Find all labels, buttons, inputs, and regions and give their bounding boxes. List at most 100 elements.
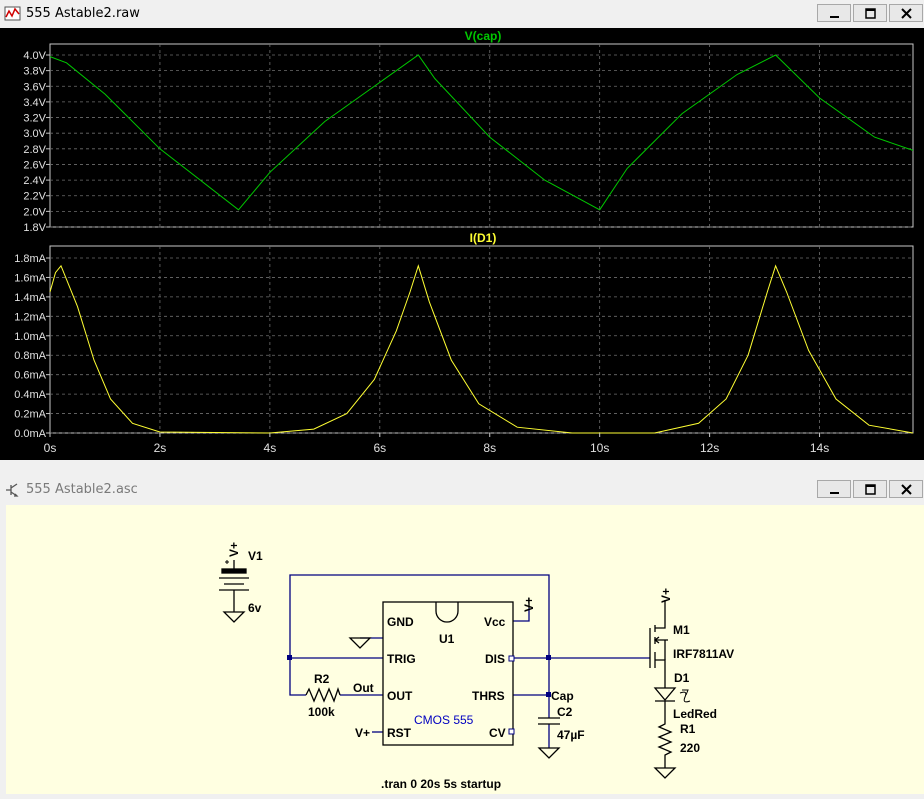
pane1-ytick-label: 2.4V bbox=[23, 175, 46, 187]
r2-name-label: R2 bbox=[314, 672, 330, 686]
pane1-ytick-label: 4.0V bbox=[23, 50, 46, 62]
schematic-restore-button[interactable] bbox=[853, 480, 887, 498]
d1-led[interactable] bbox=[653, 673, 691, 718]
pane2-trace[interactable] bbox=[49, 264, 914, 434]
schematic-window-title: 555 Astable2.asc bbox=[26, 482, 138, 497]
pane2-ytick-label: 1.4mA bbox=[14, 292, 46, 304]
r2-value-label: 100k bbox=[308, 705, 335, 719]
waveform-titlebar[interactable]: 555 Astable2.raw bbox=[0, 0, 924, 28]
schematic-minimize-button[interactable] bbox=[817, 480, 851, 498]
pane2-frame bbox=[49, 245, 914, 434]
pane2-grid bbox=[50, 246, 913, 434]
d1-model-label: LedRed bbox=[673, 707, 717, 721]
rst-net-label: V+ bbox=[355, 726, 370, 740]
waveform-window-title: 555 Astable2.raw bbox=[26, 6, 140, 21]
pin-cv-label: CV bbox=[489, 726, 506, 740]
schematic-svg[interactable]: V+ V1 6v U1 CMOS 555 GND Vcc TRIG DIS OU… bbox=[6, 505, 924, 794]
pane2-ytick-label: 1.0mA bbox=[14, 331, 46, 343]
vcc-net-label: V+ bbox=[522, 597, 536, 612]
pane2-trace-label[interactable]: I(D1) bbox=[470, 231, 497, 245]
close-button[interactable] bbox=[889, 4, 923, 22]
wire-vcc[interactable] bbox=[513, 608, 530, 622]
pane1-trace-label[interactable]: V(cap) bbox=[465, 29, 502, 43]
pane1-ytick-label: 2.0V bbox=[23, 206, 46, 218]
schematic-titlebar[interactable]: 555 Astable2.asc bbox=[0, 476, 924, 504]
pane2-ytick-label: 1.8mA bbox=[14, 253, 46, 265]
v1-value-label: 6v bbox=[248, 601, 262, 615]
pane1-trace[interactable] bbox=[49, 54, 914, 211]
xtick-label: 6s bbox=[373, 441, 386, 455]
minimize-button[interactable] bbox=[817, 4, 851, 22]
r1-name-label: R1 bbox=[680, 722, 696, 736]
xtick-label: 12s bbox=[700, 441, 719, 455]
v1-net-label: V+ bbox=[227, 542, 241, 557]
pane2-ytick-label: 1.6mA bbox=[14, 272, 46, 284]
r1-value-label: 220 bbox=[680, 741, 700, 755]
pin-gnd-label: GND bbox=[387, 615, 414, 629]
pane2-ytick-label: 0.4mA bbox=[14, 389, 46, 401]
pin-rst-label: RST bbox=[387, 726, 412, 740]
xtick-label: 0s bbox=[44, 441, 57, 455]
pane1-ytick-label: 2.2V bbox=[23, 191, 46, 203]
pin-thrs-label: THRS bbox=[472, 689, 505, 703]
minimize-icon bbox=[830, 492, 839, 494]
xtick-label: 2s bbox=[154, 441, 167, 455]
wire-feedback-loop[interactable] bbox=[289, 574, 550, 658]
xtick-label: 4s bbox=[264, 441, 277, 455]
schematic-app-icon bbox=[6, 483, 19, 497]
waveform-app-icon bbox=[4, 6, 21, 21]
pane1-ytick-label: 3.2V bbox=[23, 113, 46, 125]
schematic-close-button[interactable] bbox=[889, 480, 923, 498]
pane2-ytick-label: 0.2mA bbox=[14, 409, 46, 421]
pane1-ytick-label: 1.8V bbox=[23, 222, 46, 234]
restore-button[interactable] bbox=[853, 4, 887, 22]
r1-resistor[interactable] bbox=[657, 718, 673, 768]
pane2-y-ticks: 1.8mA 1.6mA 1.4mA 1.2mA 1.0mA 0.8mA 0.6mA 0.4mA… bbox=[14, 253, 50, 440]
xtick-label: 8s bbox=[483, 441, 496, 455]
d1-name-label: D1 bbox=[674, 671, 690, 685]
wire-junctions bbox=[287, 655, 551, 697]
pin-vcc-label: Vcc bbox=[484, 615, 506, 629]
wire-r2-left[interactable] bbox=[289, 658, 306, 696]
m1-mosfet[interactable] bbox=[649, 600, 668, 673]
close-icon bbox=[901, 484, 912, 495]
pane1-ytick-label: 3.0V bbox=[23, 128, 46, 140]
minimize-icon bbox=[830, 16, 839, 18]
cap-net-label: Cap bbox=[551, 689, 574, 703]
r1-ground-symbol[interactable] bbox=[653, 767, 677, 779]
close-icon bbox=[901, 8, 912, 19]
restore-icon bbox=[865, 484, 876, 495]
c2-capacitor[interactable] bbox=[537, 717, 561, 759]
m1-model-label: IRF7811AV bbox=[673, 647, 734, 661]
pin-trig-label: TRIG bbox=[387, 652, 416, 666]
pane1-ytick-label: 2.6V bbox=[23, 159, 46, 171]
pin-dis-label: DIS bbox=[485, 652, 505, 666]
schematic-canvas[interactable]: V+ V1 6v U1 CMOS 555 GND Vcc TRIG DIS OU… bbox=[6, 505, 924, 794]
pane2-ytick-label: 0.8mA bbox=[14, 350, 46, 362]
u1-model-label: CMOS 555 bbox=[414, 713, 474, 727]
m1-net-label: V+ bbox=[659, 588, 673, 603]
v1-name-label: V1 bbox=[248, 549, 263, 563]
pane1-ytick-label: 2.8V bbox=[23, 144, 46, 156]
c2-value-label: 47µF bbox=[557, 728, 585, 742]
waveform-svg[interactable]: V(cap) 4.0V3.8V3.6V3.4V3.2V3.0V2.8V2.6V2… bbox=[0, 28, 924, 460]
pane1-ytick-label: 3.8V bbox=[23, 66, 46, 78]
c2-name-label: C2 bbox=[557, 705, 573, 719]
pane2-ytick-label: 1.2mA bbox=[14, 311, 46, 323]
u1-ground-symbol[interactable] bbox=[348, 637, 372, 649]
spice-directive[interactable]: .tran 0 20s 5s startup bbox=[381, 777, 501, 791]
pane1-ytick-label: 3.4V bbox=[23, 97, 46, 109]
out-net-label: Out bbox=[353, 681, 374, 695]
r2-resistor[interactable] bbox=[305, 686, 341, 703]
v1-source[interactable] bbox=[219, 560, 249, 623]
xtick-label: 14s bbox=[810, 441, 829, 455]
u1-ic-body[interactable] bbox=[382, 601, 515, 746]
pin-out-label: OUT bbox=[387, 689, 413, 703]
pane2-ytick-label: 0.0mA bbox=[14, 428, 46, 440]
u1-name-label: U1 bbox=[439, 632, 455, 646]
pane1-frame bbox=[49, 43, 914, 228]
pane2-ytick-label: 0.6mA bbox=[14, 370, 46, 382]
